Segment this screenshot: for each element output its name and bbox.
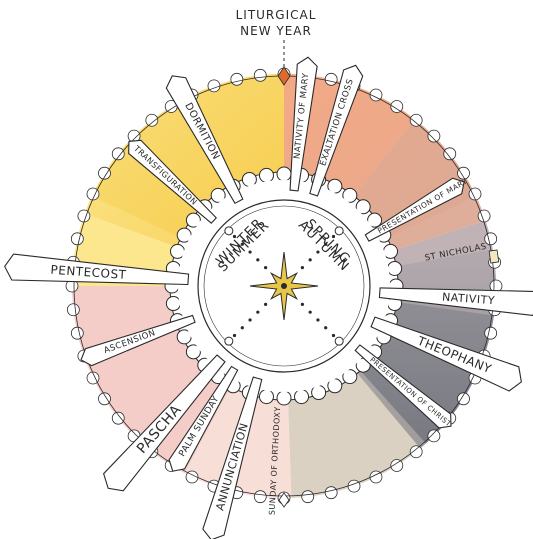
rim-scallop (146, 114, 158, 126)
rim-scallop (410, 114, 422, 126)
rim-scallop (325, 487, 337, 499)
rim-scallop (325, 73, 337, 85)
scallop (388, 261, 402, 275)
center-dot (332, 334, 335, 337)
scallop (277, 167, 291, 181)
center-dot (316, 318, 319, 321)
rim-scallop (208, 80, 220, 92)
rim-scallop (478, 210, 490, 222)
liturgical-new-year-title-line1: LITURGICAL (216, 8, 336, 22)
rim-scallop (485, 233, 497, 245)
rim-scallop (71, 327, 83, 339)
rim-scallop (444, 148, 456, 160)
center-ring-dot (335, 337, 343, 345)
center-dot (324, 326, 327, 329)
center-ring-dot (225, 227, 233, 235)
center-dot (248, 318, 251, 321)
star-center (281, 283, 287, 289)
rim-scallop (231, 73, 243, 85)
rim-scallop (302, 491, 314, 503)
rim-scallop (410, 446, 422, 458)
center-dot (241, 326, 244, 329)
center-dot (233, 334, 236, 337)
scallop (259, 390, 273, 404)
rim-scallop (348, 480, 360, 492)
rim-scallop (428, 130, 440, 142)
center-dot (309, 311, 312, 314)
center-dot (264, 266, 267, 269)
scallop (259, 168, 273, 182)
center-dot (309, 258, 312, 261)
scallop (277, 391, 291, 405)
rim-scallop (428, 430, 440, 442)
center-ring-dot (335, 227, 343, 235)
rim-scallop (78, 210, 90, 222)
rim-scallop (254, 491, 266, 503)
rim-scallop (71, 233, 83, 245)
center-ring-dot (225, 337, 233, 345)
scallop (295, 390, 309, 404)
center-dot (264, 303, 267, 306)
scallop (166, 297, 180, 311)
rim-scallop (112, 412, 124, 424)
rim-scallop (112, 148, 124, 160)
center-dot (256, 311, 259, 314)
st-nicholas-marker-icon (489, 250, 499, 263)
rim-scallop (254, 69, 266, 81)
center-dot (301, 266, 304, 269)
rim-scallop (67, 304, 79, 316)
rim-scallop (485, 327, 497, 339)
center-dot (256, 258, 259, 261)
center-dot (301, 303, 304, 306)
liturgical-new-year-title-line2: NEW YEAR (216, 24, 336, 38)
